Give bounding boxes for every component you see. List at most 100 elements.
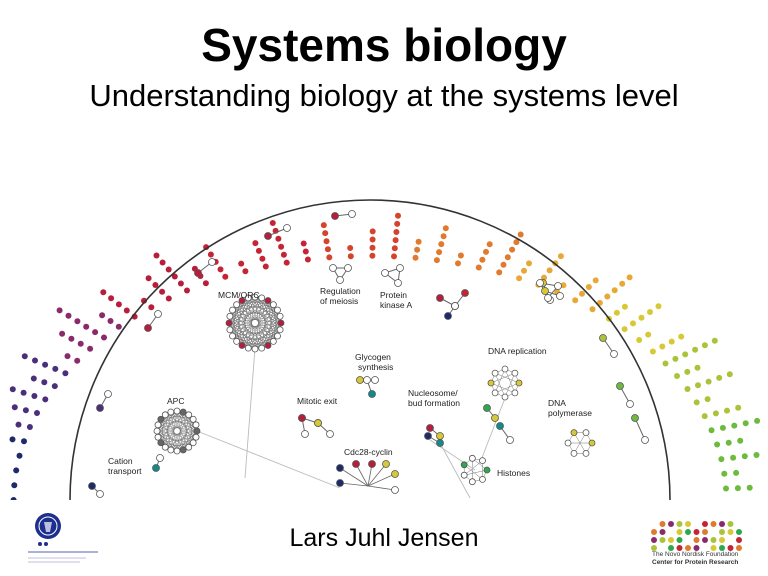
network-edge xyxy=(464,469,488,476)
network-node xyxy=(541,287,549,295)
ring-dot xyxy=(56,307,63,314)
network-edge xyxy=(232,297,262,311)
mcm-orc-node xyxy=(274,332,281,340)
ring-dot xyxy=(347,253,354,260)
apc-node xyxy=(179,408,187,416)
ring-dot xyxy=(107,318,114,324)
ring-dot xyxy=(621,303,628,310)
ring-dot xyxy=(392,237,399,244)
ring-dot xyxy=(668,338,675,345)
ring-dot xyxy=(695,382,701,389)
label-mitotic-exit: Mitotic exit xyxy=(297,396,338,406)
ring-dot xyxy=(283,259,290,266)
network-node xyxy=(556,292,564,300)
network-node xyxy=(616,382,624,390)
mcm-orc-node xyxy=(244,344,252,352)
dna-polymerase-node xyxy=(570,449,578,457)
cdc28-node xyxy=(391,486,399,494)
network-edge xyxy=(229,300,269,330)
ring-dot xyxy=(714,441,721,448)
ring-dot xyxy=(500,261,507,268)
network-node xyxy=(152,464,160,472)
mcm-orc-node xyxy=(226,312,234,320)
network-edge xyxy=(156,430,178,452)
ring-dot xyxy=(496,269,503,276)
ring-dot xyxy=(718,456,725,463)
cpr-logo-text: The Novo Nordisk Foundation Center for P… xyxy=(652,551,752,566)
apc-node xyxy=(167,446,175,454)
cpr-logo-dot xyxy=(668,545,674,551)
ring-dot xyxy=(638,314,645,321)
histone-node xyxy=(460,461,468,469)
network-edge xyxy=(228,316,281,324)
ring-dot xyxy=(165,295,172,302)
university-seal-logo xyxy=(28,513,98,563)
network-edge xyxy=(232,297,262,337)
network-node xyxy=(371,376,379,384)
ring-dot xyxy=(269,220,276,226)
network-edge xyxy=(244,347,256,479)
cpr-logo-dot xyxy=(727,529,734,535)
ring-dot xyxy=(11,404,18,411)
network-edge xyxy=(464,460,483,476)
network-edge xyxy=(261,309,278,349)
ring-dot xyxy=(526,260,532,267)
ring-dot xyxy=(479,256,486,263)
network-node xyxy=(554,282,562,290)
slide-subtitle: Understanding biology at the systems lev… xyxy=(89,78,679,113)
ring-dot xyxy=(733,469,740,476)
network-node xyxy=(329,264,337,272)
network-node xyxy=(154,310,162,318)
mcm-orc-node xyxy=(258,294,266,302)
network-node xyxy=(599,334,607,342)
ring-dot xyxy=(735,404,742,411)
mcm-orc-node xyxy=(233,301,241,309)
ring-dot xyxy=(320,222,327,229)
ring-dot xyxy=(238,260,245,267)
center-for-protein-research-logo xyxy=(651,521,742,551)
ring-dot xyxy=(701,413,708,420)
network-edge xyxy=(156,410,178,432)
network-edge xyxy=(267,300,281,330)
apc-node xyxy=(192,421,200,429)
network-edge xyxy=(160,419,166,448)
network-edge xyxy=(261,297,282,324)
label-dna-polymerase: DNA xyxy=(548,398,566,408)
ring-dot xyxy=(41,379,48,386)
network-node xyxy=(298,414,306,422)
network-edge xyxy=(355,463,369,487)
ring-dot xyxy=(184,287,190,294)
ring-dot xyxy=(11,482,18,489)
network-edge xyxy=(170,411,197,426)
apc-node xyxy=(193,427,201,435)
ring-dot xyxy=(712,410,719,417)
apc-node xyxy=(154,421,162,429)
cpr-logo-dot xyxy=(676,529,683,535)
network-edge xyxy=(229,309,278,317)
network-node xyxy=(631,414,639,422)
network-edge xyxy=(160,418,197,426)
network-edge xyxy=(232,309,237,342)
ring-dot xyxy=(516,275,523,282)
network-edge xyxy=(176,410,198,432)
cpr-logo-dot xyxy=(685,529,691,535)
ring-dot xyxy=(255,247,262,254)
network-edge xyxy=(182,424,197,451)
ring-dot xyxy=(393,229,400,235)
ring-dot xyxy=(59,330,66,337)
mcm-orc-node xyxy=(276,326,284,334)
mcm-orc-node xyxy=(229,306,236,314)
ring-dot xyxy=(275,235,282,242)
ring-dot xyxy=(546,267,553,274)
ring-dot xyxy=(21,353,28,360)
ring-dot xyxy=(242,268,249,275)
network-edge xyxy=(504,373,516,398)
ring-dot xyxy=(21,438,27,445)
cpr-logo-dot xyxy=(659,529,666,535)
mcm-orc-node xyxy=(277,319,285,327)
ring-dot xyxy=(436,249,443,256)
network-node xyxy=(536,279,544,287)
cpr-logo-dot xyxy=(685,545,691,551)
ring-dot xyxy=(31,393,38,399)
network-edge xyxy=(232,335,262,349)
